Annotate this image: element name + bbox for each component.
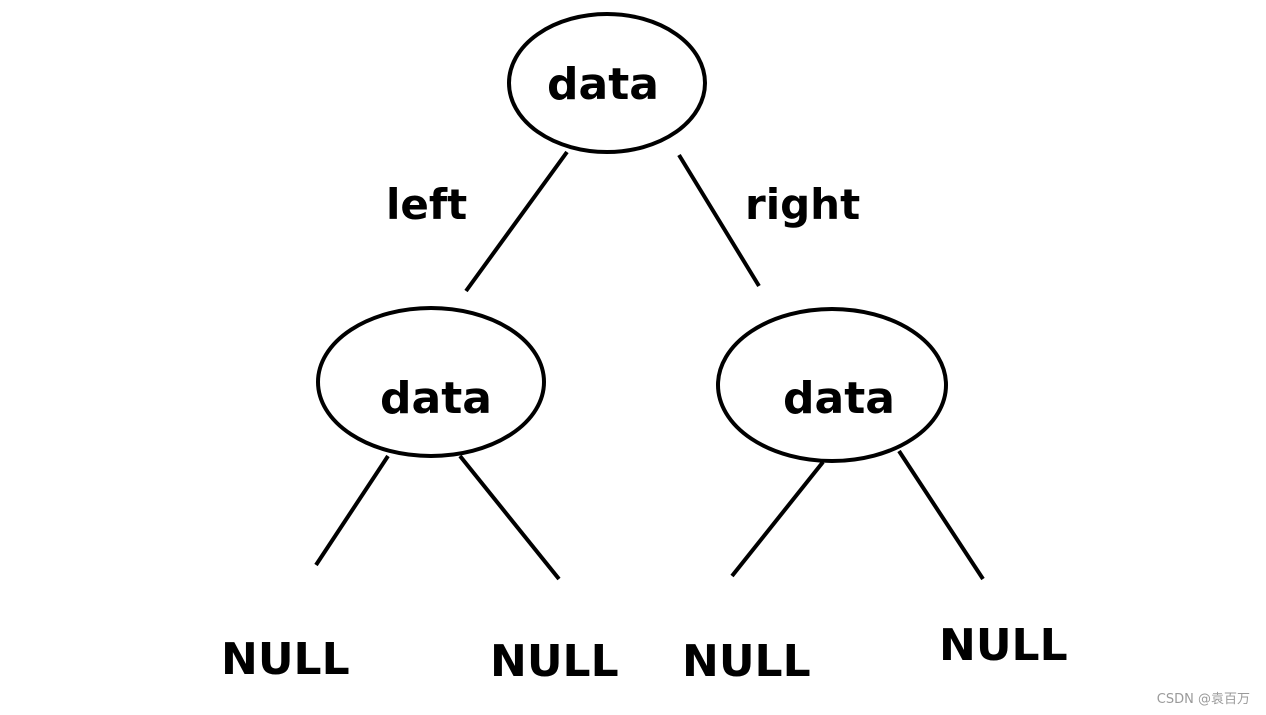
null-leaf-3: NULL <box>682 636 811 687</box>
root-node-ellipse <box>507 12 707 154</box>
edge-left-child-left <box>314 454 390 567</box>
edge-root-left <box>464 150 569 293</box>
null-leaf-2: NULL <box>490 636 619 687</box>
left-child-node-ellipse <box>316 306 546 458</box>
edge-right-child-right <box>897 449 985 581</box>
edge-label-right: right <box>745 180 860 229</box>
left-child-node-label: data <box>380 373 492 424</box>
right-child-node-label: data <box>783 373 895 424</box>
edge-label-left: left <box>386 180 467 229</box>
edge-right-child-left <box>730 460 825 578</box>
edge-root-right <box>677 153 761 288</box>
edge-left-child-right <box>458 454 561 581</box>
right-child-node-ellipse <box>716 307 948 463</box>
null-leaf-4: NULL <box>939 620 1068 671</box>
null-leaf-1: NULL <box>221 634 350 685</box>
root-node-label: data <box>547 59 659 110</box>
csdn-watermark: CSDN @袁百万 <box>1156 692 1250 707</box>
